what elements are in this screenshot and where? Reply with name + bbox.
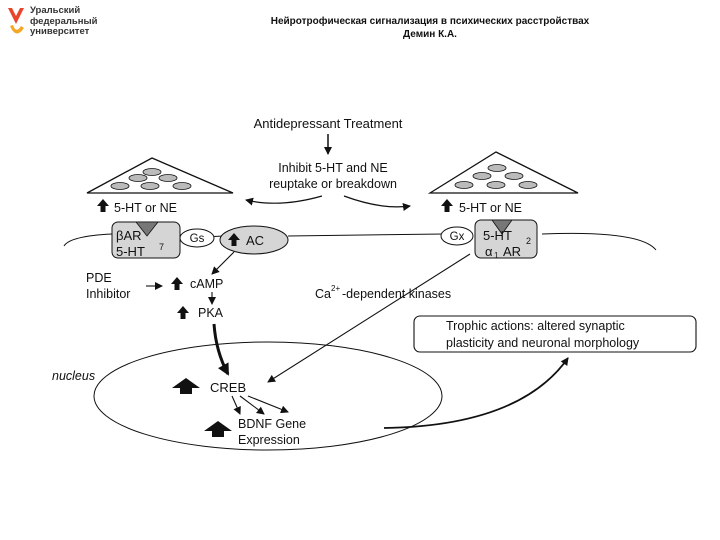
ac-label: AC: [246, 233, 264, 248]
slide-header: Нейротрофическая сигнализация в психичес…: [220, 15, 640, 41]
trophic-label-line1: Trophic actions: altered synaptic: [446, 319, 625, 333]
inhibit-label-line1: Inhibit 5-HT and NE: [278, 161, 388, 175]
inhibit-label-line2: reuptake or breakdown: [269, 177, 397, 191]
right-presynaptic-terminal: [427, 151, 579, 194]
logo-text: Уральский федеральный университет: [30, 5, 98, 38]
gx-label: Gx: [450, 231, 465, 243]
ca-kinases-superscript: 2+: [331, 284, 340, 293]
logo-line-1: Уральский: [30, 5, 81, 16]
receptor-to-creb-arrow: [267, 253, 471, 383]
adenylyl-cyclase: [219, 225, 289, 255]
ca-kinases-suffix: -dependent kinases: [342, 287, 451, 301]
university-logo: Уральский федеральный университет: [6, 5, 136, 42]
left-increase-arrow-icon: [97, 199, 109, 212]
ac-increase-arrow-icon: [228, 233, 240, 246]
gx-protein: [440, 226, 474, 246]
antidepressant-treatment-label: Antidepressant Treatment: [254, 116, 403, 131]
pka-increase-arrow-icon: [177, 306, 189, 319]
gs-label: Gs: [190, 233, 205, 245]
left-neurotransmitter-label: 5-HT or NE: [114, 201, 177, 215]
alpha-symbol: α: [485, 244, 493, 259]
ht2-subscript: 2: [526, 236, 531, 246]
ac-to-camp-arrow: [211, 251, 235, 275]
creb-label: CREB: [210, 380, 246, 395]
slide-author: Демин К.А.: [403, 29, 457, 40]
bdnf-label-line1: BDNF Gene: [238, 417, 306, 431]
beta-ar-label: βAR: [116, 228, 142, 243]
bdnf-increase-arrow-icon: [204, 421, 232, 437]
bdnf-label-line2: Expression: [238, 433, 300, 447]
ht2-label: 5-HT: [483, 228, 512, 243]
pde-label-line1: PDE: [86, 271, 112, 285]
ht7-subscript: 7: [159, 242, 164, 252]
arrow-to-left-terminal: [245, 195, 323, 206]
arrow-to-right-terminal: [343, 195, 411, 211]
ht2-alpha1-receptor: [474, 219, 538, 259]
nucleus-membrane: [93, 341, 443, 451]
gs-protein: [179, 228, 215, 248]
slide-title: Нейротрофическая сигнализация в психичес…: [270, 16, 590, 27]
creb-to-bdnf-arrow-1: [231, 395, 241, 415]
logo-line-2: федеральный: [30, 15, 98, 27]
right-neurotransmitter-label: 5-HT or NE: [459, 201, 522, 215]
bdnf-to-trophic-arrow: [383, 357, 569, 429]
ca-kinases-prefix: Ca: [315, 287, 331, 301]
logo-line-3: университет: [30, 26, 90, 37]
camp-label: cAMP: [190, 277, 223, 291]
ht7-label: 5-HT: [116, 244, 145, 259]
alpha-subscript: 1: [494, 251, 499, 260]
trophic-label-line2: plasticity and neuronal morphology: [446, 336, 640, 350]
creb-to-bdnf-arrow-3: [247, 395, 289, 414]
urfu-logo-icon: [8, 8, 24, 34]
creb-to-bdnf-arrow-2: [239, 395, 265, 415]
trophic-actions-box: [413, 315, 697, 353]
creb-increase-arrow-icon: [172, 378, 200, 394]
right-increase-arrow-icon: [441, 199, 453, 212]
pka-label: PKA: [198, 306, 224, 320]
left-presynaptic-terminal: [86, 157, 234, 194]
nucleus-label: nucleus: [52, 369, 95, 383]
pde-label-line2: Inhibitor: [86, 287, 130, 301]
pka-to-creb-arrow: [212, 323, 230, 376]
camp-increase-arrow-icon: [171, 277, 183, 290]
alpha-ar-suffix: AR: [503, 244, 521, 259]
